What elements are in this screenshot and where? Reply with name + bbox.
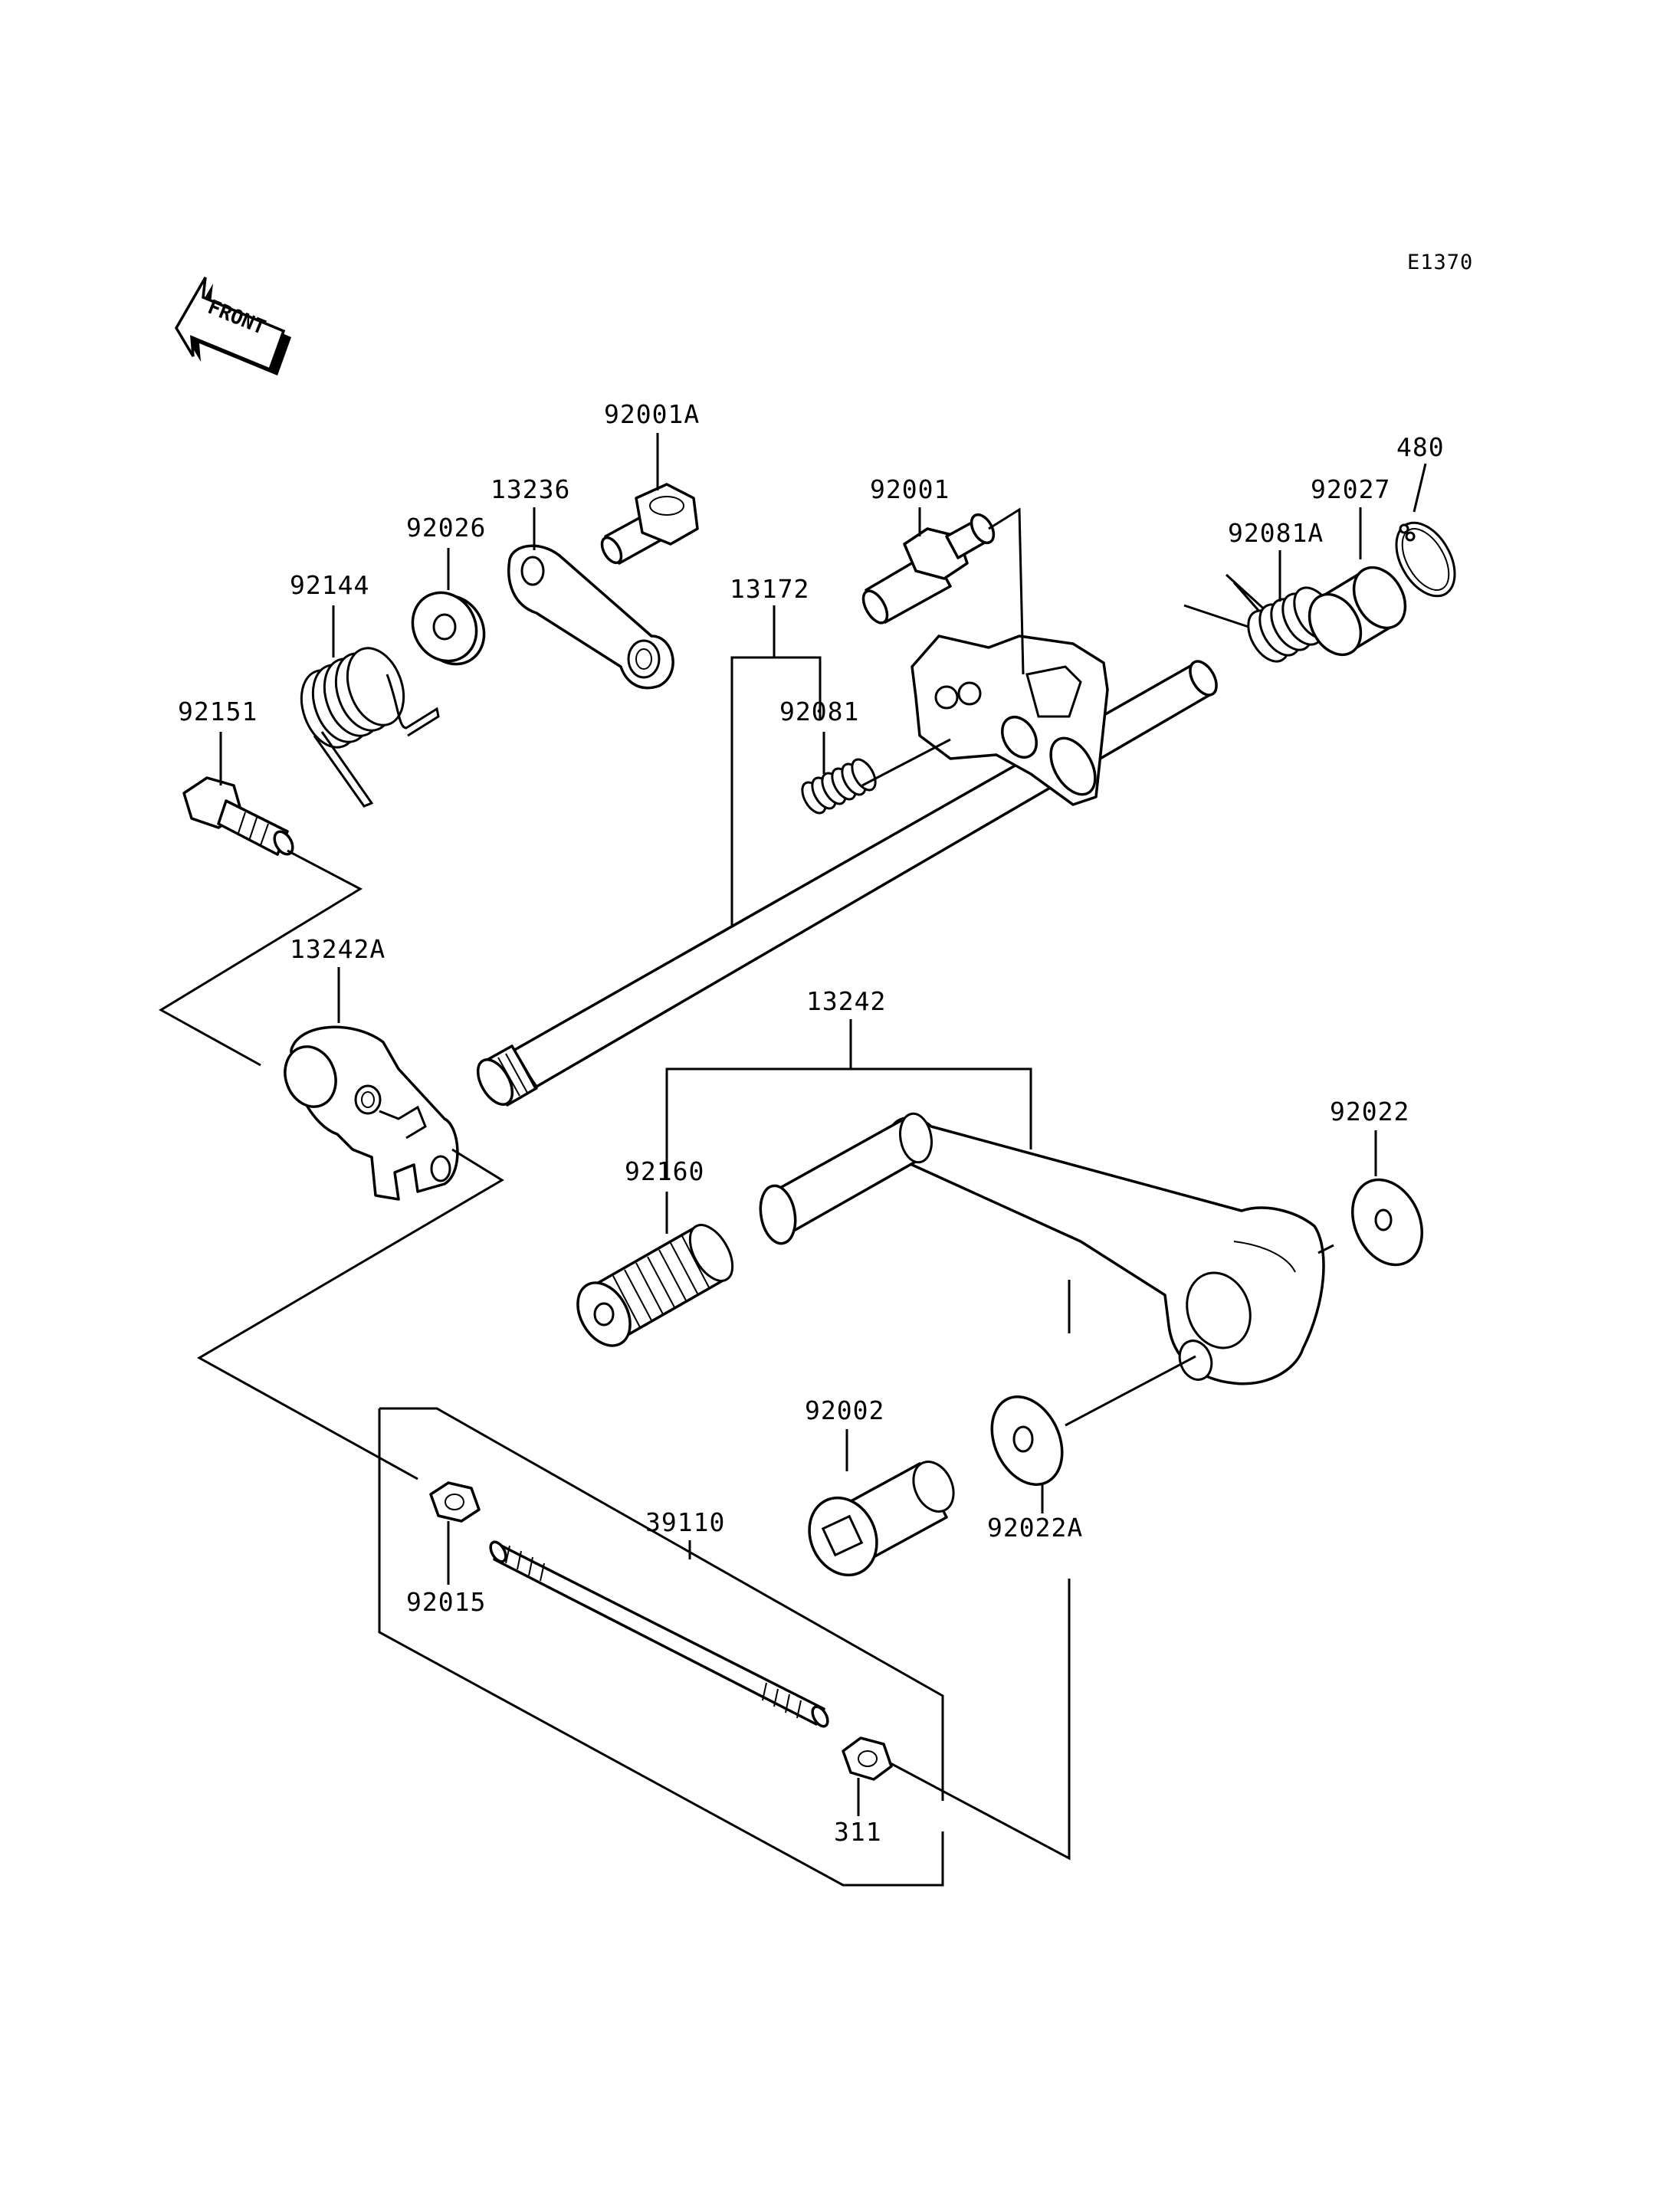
part-label-92026: 92026 [406,513,486,543]
part-label-311: 311 [834,1817,882,1847]
part-13236-lever [507,544,674,690]
part-92027-collar [1308,566,1407,657]
part-92015-nut [429,1481,481,1523]
part-label-92027: 92027 [1311,474,1390,504]
part-label-92144: 92144 [290,570,369,600]
part-13242a-clamp [284,1025,459,1201]
part-92151-bolt [182,776,294,856]
part-label-92022a: 92022A [987,1513,1083,1543]
part-label-39110: 39110 [645,1507,725,1537]
part-39110-rod [489,1540,829,1728]
part-label-13242a: 13242A [290,934,386,964]
part-92022a-washer [990,1395,1064,1486]
part-92026-washer [411,591,486,666]
part-13242-lever [759,1112,1325,1385]
part-label-13236: 13236 [491,474,570,504]
part-label-92151: 92151 [178,697,258,726]
part-labels: 92001A 13236 92001 480 92027 92026 92081… [178,399,1445,1847]
part-label-92015: 92015 [406,1587,486,1617]
part-label-92001a: 92001A [604,399,700,429]
part-label-480: 480 [1396,432,1445,462]
part-92144-spring [300,647,440,808]
part-92001-bolt [861,513,996,625]
part-label-92001: 92001 [870,474,950,504]
shaft-arm-plate [911,635,1109,806]
leader-lines [159,433,1427,1887]
part-92081-spring [801,758,877,815]
part-311-nut [842,1736,893,1781]
part-480-circlip [1395,521,1456,598]
part-92001a-bolt [600,483,699,565]
part-label-13172: 13172 [730,574,809,604]
part-92022-washer [1350,1178,1424,1267]
diagram-code: E1370 [1407,251,1473,274]
part-label-92081: 92081 [779,697,859,726]
part-label-92081a: 92081A [1228,518,1324,548]
part-label-13242: 13242 [806,986,886,1016]
part-92002-bolt [808,1461,955,1577]
part-label-92160: 92160 [625,1156,704,1186]
part-92160-rubber [576,1224,734,1347]
part-label-92002: 92002 [805,1395,884,1425]
front-arrow-icon: FRONT [174,277,291,375]
part-label-92022: 92022 [1330,1097,1409,1126]
